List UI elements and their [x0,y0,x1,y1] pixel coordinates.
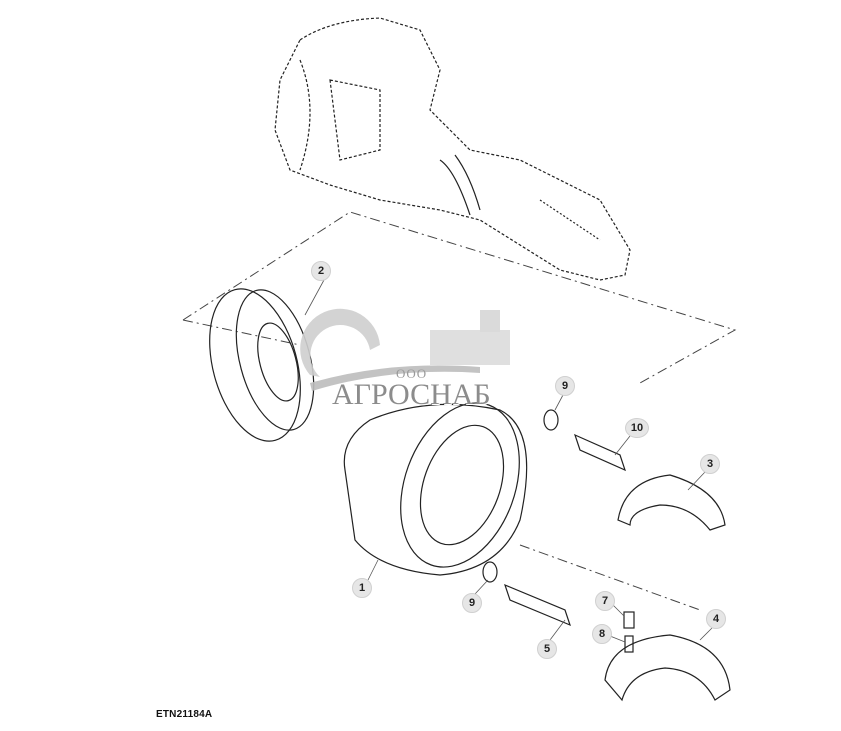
bolt-5 [504,583,571,627]
callout-9-lower: 9 [462,593,482,613]
watermark-company-name: АГРОСНАБ [332,378,491,411]
figure-caption: ETN21184A [156,709,213,720]
part-4-weight [604,634,731,702]
axle-housing [274,17,631,281]
callout-2: 2 [311,261,331,281]
callout-10: 10 [625,418,649,438]
part-7-spring [623,611,635,629]
washer-9-lower [482,561,498,583]
callout-4: 4 [706,609,726,629]
callout-3: 3 [700,454,720,474]
bolt-10 [574,433,626,472]
part-1-hub [343,402,528,576]
washer-9-upper [543,409,559,431]
part-2-ring [209,288,315,442]
callout-1: 1 [352,578,372,598]
callout-5: 5 [537,639,557,659]
part-8-pin [624,635,634,653]
callout-8: 8 [592,624,612,644]
part-3-weight [617,474,726,531]
callout-9-upper: 9 [555,376,575,396]
callout-7: 7 [595,591,615,611]
watermark-prefix: ООО [396,366,428,381]
